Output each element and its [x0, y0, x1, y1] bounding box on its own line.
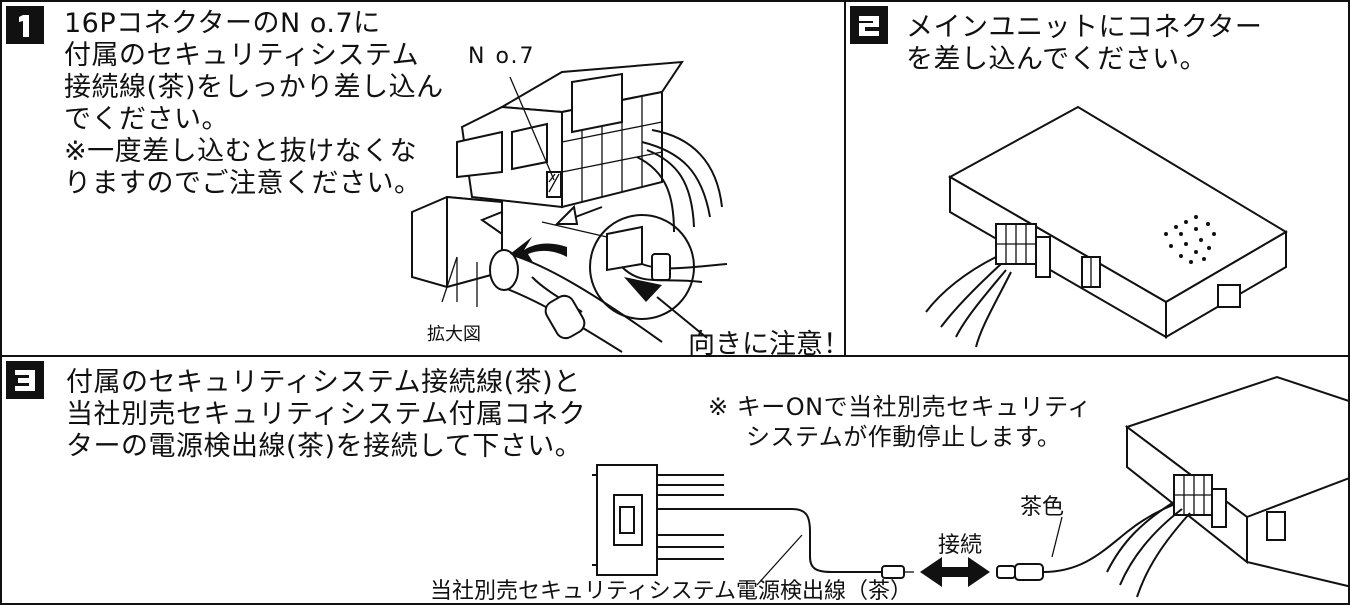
- connector-pin-illustration: [411, 60, 728, 353]
- step-3-note: ※ キーONで当社別売セキュリティ システムが作動停止します。: [708, 392, 1092, 452]
- connect-label: 接続: [938, 533, 983, 558]
- step-number-3-icon: [6, 361, 44, 399]
- step-number-1-icon: [6, 6, 44, 44]
- wire-connection-illustration: [592, 375, 1348, 598]
- main-unit-partial-drawing: [1106, 375, 1348, 598]
- insert-arrowhead-icon: [554, 204, 579, 225]
- step-1-badge: [6, 6, 44, 44]
- step-3-note-line-1: ※ キーONで当社別売セキュリティ: [708, 393, 1092, 421]
- step-3-instructions: 付属のセキュリティシステム接続線(茶)と 当社別売セキュリティシステム付属コネク…: [66, 367, 586, 463]
- pin-7-leader-line: [509, 76, 555, 181]
- step-2-badge: [850, 6, 888, 44]
- step-1-instructions: 16PコネクターのN o.7に 付属のセキュリティシステム 接続線(茶)をしっか…: [64, 8, 444, 200]
- detection-wire-label: 当社別売セキュリティシステム電源検出線（茶）: [430, 579, 913, 604]
- 16p-connector-drawing: [456, 60, 723, 233]
- step-1-line-5: ※一度差し込むと抜けなくな: [64, 136, 418, 167]
- step-1-line-2: 付属のセキュリティシステム: [64, 40, 420, 71]
- step-3-panel: 付属のセキュリティシステム接続線(茶)と 当社別売セキュリティシステム付属コネク…: [0, 355, 1350, 605]
- step-1-panel: 16PコネクターのN o.7に 付属のセキュリティシステム 接続線(茶)をしっか…: [0, 0, 846, 357]
- step-2-panel: メインユニットにコネクター を差し込んでください。: [844, 0, 1350, 357]
- step-1-line-1: 16PコネクターのN o.7に: [64, 8, 381, 39]
- step-2-line-1: メインユニットにコネクター: [906, 12, 1263, 43]
- main-unit-illustration: [925, 105, 1288, 348]
- speaker-grille-icon: [1164, 215, 1216, 264]
- connect-double-arrow-icon: [920, 557, 990, 587]
- step-number-2-icon: [850, 6, 888, 44]
- brown-color-label: 茶色: [1020, 495, 1065, 520]
- step-3-badge: [6, 361, 44, 399]
- step-3-note-line-2: システムが作動停止します。: [746, 423, 1062, 451]
- push-arrow-icon: [510, 237, 567, 264]
- caution-orientation-label: 向きに注意！: [688, 329, 846, 357]
- step-3-line-1: 付属のセキュリティシステム接続線(茶)と: [66, 367, 581, 398]
- enlarged-terminal-drawing: [411, 195, 663, 353]
- step-1-line-3: 接続線(茶)をしっかり差し込ん: [64, 72, 444, 103]
- step-3-line-3: ターの電源検出線(茶)を接続して下さい。: [66, 431, 583, 462]
- zoom-view-label: 拡大図: [427, 324, 481, 345]
- security-connector-drawing: [592, 464, 724, 576]
- step-2-instructions: メインユニットにコネクター を差し込んでください。: [906, 12, 1262, 76]
- caution-leader-line: [656, 296, 708, 339]
- pin-7-label: N o.7: [468, 44, 536, 69]
- caution-arrow-icon: [624, 277, 662, 302]
- step-3-line-2: 当社別売セキュリティシステム付属コネク: [66, 399, 587, 430]
- step-1-line-4: でください。: [64, 104, 229, 135]
- step-1-line-6: りますのでご注意ください。: [64, 168, 422, 199]
- step-2-line-2: を差し込んでください。: [906, 44, 1208, 75]
